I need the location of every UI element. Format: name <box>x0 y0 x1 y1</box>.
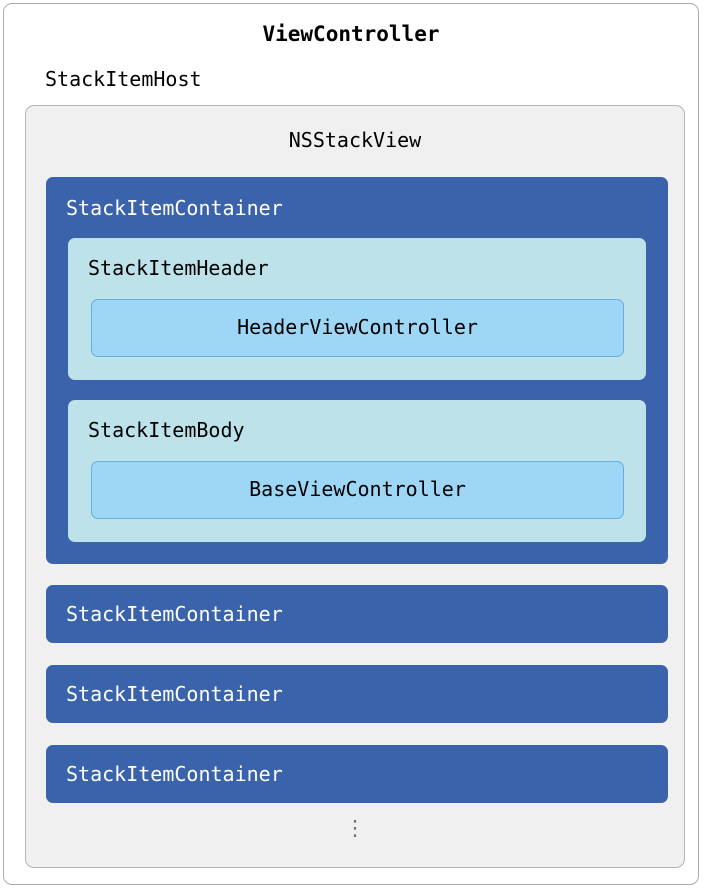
stack-item-header-label: StackItemHeader <box>88 256 269 280</box>
vertical-ellipsis-icon: ⋮ <box>344 816 366 840</box>
stack-item-container-collapsed[interactable]: StackItemContainer <box>46 585 668 643</box>
base-view-controller-box[interactable]: BaseViewController <box>91 461 624 519</box>
stack-item-container-expanded[interactable]: StackItemContainer StackItemHeader Heade… <box>46 177 668 564</box>
stack-item-container-label: StackItemContainer <box>66 602 283 626</box>
header-view-controller-box[interactable]: HeaderViewController <box>91 299 624 357</box>
stack-item-body-label: StackItemBody <box>88 418 245 442</box>
nsstackview-panel: NSStackView StackItemContainer StackItem… <box>25 105 685 868</box>
stack-item-header-box[interactable]: StackItemHeader HeaderViewController <box>68 238 646 380</box>
stack-item-body-box[interactable]: StackItemBody BaseViewController <box>68 400 646 542</box>
stack-item-container-label: StackItemContainer <box>66 196 283 220</box>
header-view-controller-label: HeaderViewController <box>237 315 478 339</box>
stack-item-container-collapsed[interactable]: StackItemContainer <box>46 665 668 723</box>
stack-item-container-label: StackItemContainer <box>66 682 283 706</box>
view-controller-frame: ViewController StackItemHost NSStackView… <box>3 3 699 885</box>
base-view-controller-label: BaseViewController <box>249 477 466 501</box>
stack-item-container-collapsed[interactable]: StackItemContainer <box>46 745 668 803</box>
stack-item-container-label: StackItemContainer <box>66 762 283 786</box>
stack-item-host-label: StackItemHost <box>45 67 202 91</box>
page-title: ViewController <box>262 22 440 46</box>
nsstackview-title: NSStackView <box>288 128 422 152</box>
